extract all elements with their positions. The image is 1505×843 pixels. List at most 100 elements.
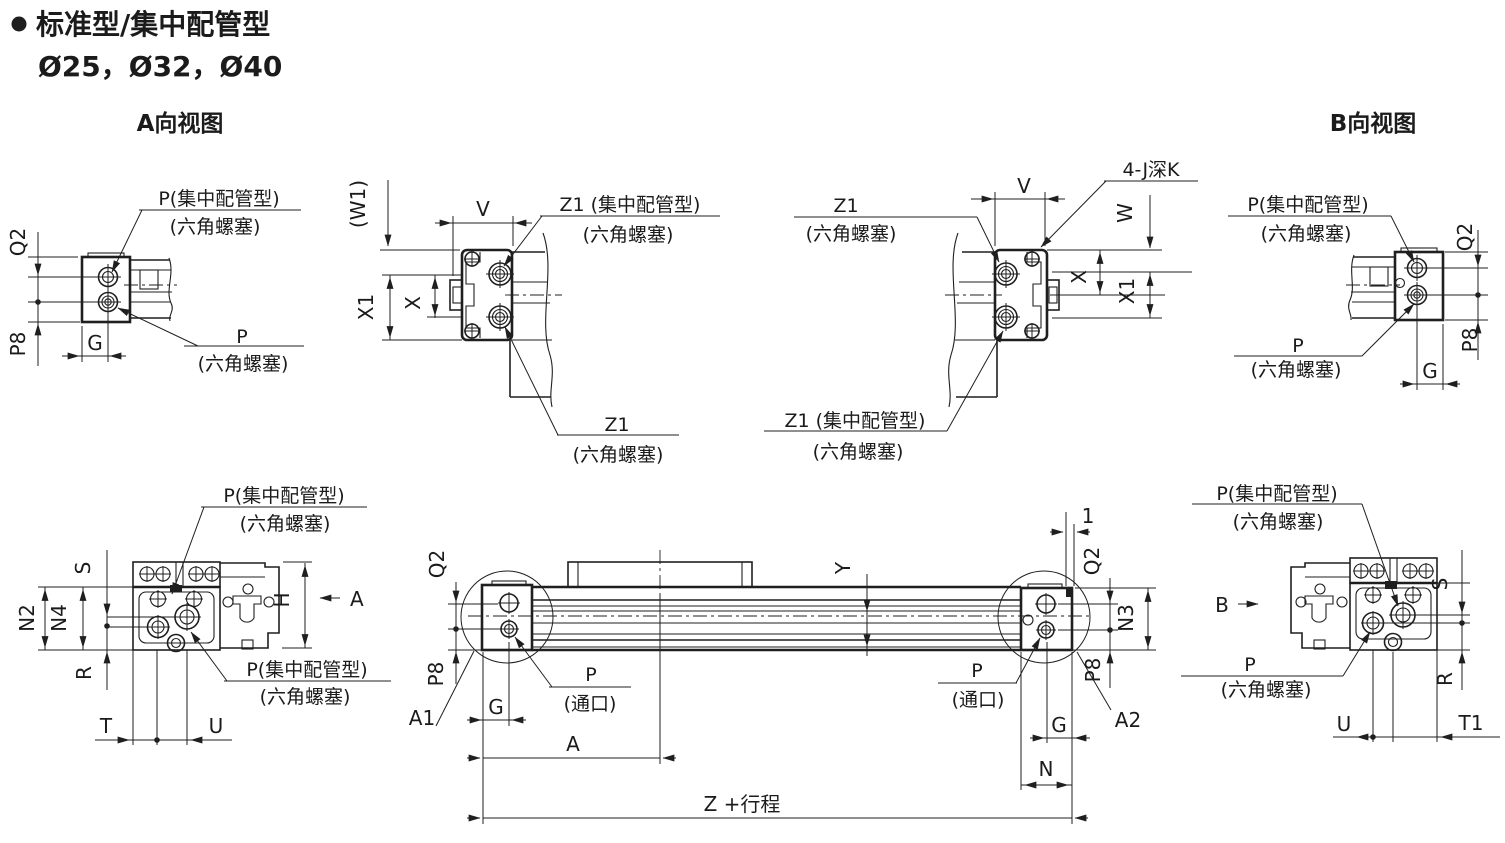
port-bottom	[95, 289, 121, 315]
label-hex-plug: (六角螺塞)	[806, 223, 897, 245]
dim-x1: X1	[354, 294, 378, 320]
dim-g: G	[488, 695, 504, 719]
port-cluster	[1361, 586, 1422, 652]
label-z1-central: Z1 (集中配管型)	[560, 194, 701, 216]
screw-bottom-right	[1024, 323, 1040, 339]
label-hex-plug: (六角螺塞)	[1221, 679, 1312, 701]
label-p-central: P(集中配管型)	[223, 485, 344, 507]
page-title: 标准型/集中配管型	[36, 8, 270, 41]
label-p-central: P(集中配管型)	[1247, 194, 1368, 216]
view-a-drawing: P(集中配管型) (六角螺塞) P (六角螺塞) Q2 P8 G	[6, 188, 304, 375]
dim-t1: T1	[1458, 711, 1484, 735]
dim-y: Y	[831, 561, 855, 575]
label-a1: A1	[409, 706, 435, 730]
label-a2: A2	[1115, 708, 1141, 732]
dim-r: R	[72, 666, 96, 680]
dim-one: 1	[1082, 504, 1095, 528]
view-b-title: B向视图	[1330, 110, 1417, 137]
dim-v: V	[1017, 174, 1031, 198]
dim-s: S	[1428, 578, 1452, 591]
label-4j-depth-k: 4-J深K	[1122, 159, 1180, 181]
dim-p8: P8	[424, 662, 448, 687]
guide-block-outline	[1290, 562, 1350, 649]
label-z1: Z1	[604, 414, 629, 436]
small-screw	[1394, 277, 1406, 289]
dim-s: S	[71, 562, 95, 575]
view-a-title: A向视图	[137, 110, 224, 137]
dim-x: X	[1067, 270, 1091, 284]
dim-g: G	[1422, 359, 1438, 383]
clamp-profile	[232, 595, 262, 623]
dim-n3: N3	[1114, 604, 1138, 632]
left-end-block	[480, 583, 534, 652]
dim-p8: P8	[1081, 658, 1105, 683]
label-z1: Z1	[833, 195, 858, 217]
label-hex-plug: (六角螺塞)	[170, 216, 261, 238]
plug-port-bottom	[486, 303, 514, 331]
dim-p8: P8	[1458, 328, 1482, 353]
dim-z-stroke: Z +行程	[704, 792, 781, 816]
detail-circle-left	[460, 570, 554, 664]
dim-q2: Q2	[425, 550, 449, 578]
port-top	[1404, 255, 1430, 281]
label-through-port: (通口)	[564, 693, 617, 715]
dim-x1: X1	[1115, 278, 1139, 304]
label-view-arrow-a: A	[350, 587, 364, 611]
label-p: P	[1292, 335, 1303, 357]
label-hex-plug: (六角螺塞)	[1261, 223, 1352, 245]
dim-p8: P8	[6, 332, 30, 357]
label-p-central: P(集中配管型)	[158, 188, 279, 210]
label-p-central: P(集中配管型)	[1216, 483, 1337, 505]
screw-top-left	[464, 251, 480, 267]
side-view-a-direction: P(集中配管型) (六角螺塞) P(集中配管型) (六角螺塞) H A S R …	[15, 485, 391, 745]
plug-port-top	[992, 260, 1020, 288]
label-p: P	[1244, 654, 1255, 676]
label-view-arrow-b: B	[1215, 593, 1229, 617]
label-hex-plug: (六角螺塞)	[1251, 359, 1342, 381]
dim-n2: N2	[15, 604, 39, 632]
page-subtitle: Ø25，Ø32，Ø40	[38, 50, 282, 83]
screw-top-right	[1024, 251, 1040, 267]
detail-circle-right	[997, 570, 1091, 664]
mount-screws	[1353, 563, 1434, 579]
view-b-drawing: P(集中配管型) (六角螺塞) P (六角螺塞) Q2 P8 G	[1228, 194, 1488, 390]
plug-port-bottom	[992, 303, 1020, 331]
label-hex-plug: (六角螺塞)	[240, 513, 331, 535]
dim-n4: N4	[47, 604, 71, 632]
section-view-a-end: Z1 (集中配管型) (六角螺塞) Z1 (六角螺塞) V (W1) X1 X	[346, 180, 720, 466]
label-hex-plug: (六角螺塞)	[573, 444, 664, 466]
section-view-b-end: Z1 (六角螺塞) Z1 (集中配管型) (六角螺塞) 4-J深K V W X …	[764, 159, 1198, 463]
label-hex-plug: (六角螺塞)	[260, 686, 351, 708]
mount-screws	[139, 566, 220, 582]
main-cylinder-view: Y Q2 P8 A1 G P (通口) A 1	[409, 504, 1156, 824]
dim-g: G	[87, 331, 103, 355]
side-view-b-direction: P(集中配管型) (六角螺塞) P (六角螺塞) B S R U T1	[1181, 483, 1500, 742]
label-p-central: P(集中配管型)	[246, 659, 367, 681]
dim-w: W	[1113, 203, 1137, 223]
dim-w1: (W1)	[346, 180, 370, 228]
guide-block-outline	[220, 562, 280, 649]
port-top	[95, 264, 121, 290]
dim-v: V	[476, 197, 490, 221]
dim-q2: Q2	[6, 228, 30, 256]
label-p: P	[585, 664, 596, 686]
label-p: P	[236, 326, 247, 348]
dim-r: R	[1433, 672, 1457, 686]
label-hex-plug: (六角螺塞)	[583, 224, 674, 246]
port-bottom	[1404, 282, 1430, 308]
dim-a: A	[566, 732, 580, 756]
dim-u: U	[1337, 712, 1352, 736]
central-piping-plug	[170, 585, 182, 592]
label-hex-plug: (六角螺塞)	[198, 353, 289, 375]
dim-x: X	[401, 296, 425, 310]
dim-q2: Q2	[1453, 223, 1477, 251]
dim-u: U	[209, 714, 224, 738]
screw-bottom-left	[464, 323, 480, 339]
dim-h: H	[270, 592, 294, 607]
dim-n: N	[1039, 757, 1054, 781]
plug-port-top	[486, 260, 514, 288]
label-z1-central: Z1 (集中配管型)	[785, 410, 926, 432]
